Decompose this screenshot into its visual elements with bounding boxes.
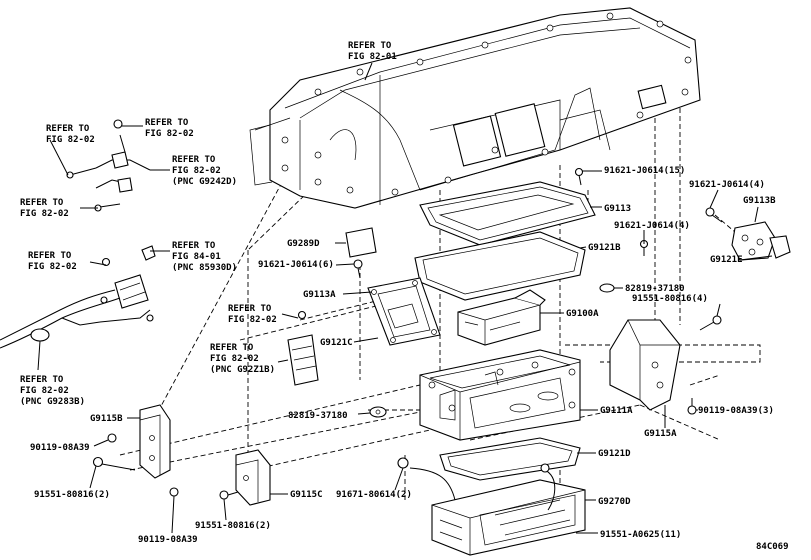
- label-91621-j0614-15: 91621-J0614(15): [604, 166, 685, 176]
- grommet-82819-upper: [599, 283, 615, 293]
- callout-refer-fig82-02-b: REFER TO FIG 82-02: [46, 124, 95, 145]
- grommet-82819-lower: [369, 406, 387, 418]
- label-g9113a: G9113A: [303, 290, 336, 300]
- callout-refer-fig82-02-e: REFER TO FIG 82-02: [28, 251, 77, 272]
- label-82819-37180-a: 82819-37180: [625, 284, 685, 294]
- bolt-90119-3: [687, 398, 697, 415]
- wire-harness-lower-left: [0, 245, 156, 371]
- label-90119-08a39-3: 90119-08A39(3): [698, 406, 774, 416]
- label-91621-j0614-4a: 91621-J0614(4): [689, 180, 765, 190]
- label-91551-a0625-11: 91551-A0625(11): [600, 530, 681, 540]
- label-g9115a: G9115A: [644, 429, 677, 439]
- label-g9113: G9113: [604, 204, 631, 214]
- bolt-91621-6: [353, 259, 363, 279]
- gasket-g9121b: [414, 231, 586, 301]
- figure-code: 84C069: [756, 542, 789, 552]
- label-g9270d: G9270D: [598, 497, 631, 507]
- label-g9100a: G9100A: [566, 309, 599, 319]
- label-90119-08a39-a: 90119-08A39: [30, 443, 90, 453]
- label-g9115b: G9115B: [90, 414, 123, 424]
- label-91621-j0614-4b: 91621-J0614(4): [614, 221, 690, 231]
- label-g9115c: G9115C: [290, 490, 323, 500]
- callout-labels: REFER TO FIG 82-01 REFER TO FIG 82-02 RE…: [20, 41, 789, 552]
- cover-g9113a: [367, 277, 441, 346]
- bolts-lower-left: [92, 433, 239, 500]
- solid-leader-lines: [49, 125, 773, 534]
- label-g9121c: G9121C: [320, 338, 353, 348]
- screw-91621-4a: [705, 207, 723, 223]
- label-91621-j0614-6: 91621-J0614(6): [258, 260, 334, 270]
- wire-harness-upper-left: [66, 119, 151, 212]
- pad-g9289d: [345, 227, 377, 258]
- callout-refer-fig82-02-d: REFER TO FIG 82-02: [20, 198, 69, 219]
- upper-cover-assembly: [249, 7, 701, 209]
- gasket-g9113: [419, 181, 596, 246]
- callout-refer-fig82-02-f: REFER TO FIG 82-02: [228, 304, 277, 325]
- callout-refer-fig84-01: REFER TO FIG 84-01 (PNC 85930D): [172, 241, 237, 273]
- tray-g9270d: [431, 479, 586, 556]
- callout-refer-fig82-02-a: REFER TO FIG 82-02: [145, 118, 194, 139]
- callout-refer-fig82-01-top: REFER TO FIG 82-01: [348, 41, 397, 62]
- callout-refer-fig82-02-h: REFER TO FIG 82-02 (PNC G9283B): [20, 375, 85, 407]
- callout-refer-fig82-02-g: REFER TO FIG 82-02 (PNC G92Z1B): [210, 343, 275, 375]
- plate-g9113b: [731, 221, 791, 261]
- gasket-g9121d: [439, 437, 581, 481]
- label-91671-80614-2: 91671-80614(2): [336, 490, 412, 500]
- label-g9121e: G9121E: [710, 255, 743, 265]
- label-g9289d: G9289D: [287, 239, 320, 249]
- screw-91621-15: [574, 167, 584, 186]
- label-82819-37180-b: 82819-37180: [288, 411, 348, 421]
- connector-g92z1b: [287, 310, 319, 386]
- label-91551-80816-2b: 91551-80816(2): [195, 521, 271, 531]
- bracket-g9115c: [235, 449, 271, 506]
- label-91551-80816-4: 91551-80816(4): [632, 294, 708, 304]
- label-g9121d: G9121D: [598, 449, 631, 459]
- bracket-g9115a: [609, 319, 681, 411]
- bracket-g9115b: [139, 404, 171, 479]
- bolt-91551-4: [699, 315, 722, 331]
- label-g9111a: G9111A: [600, 406, 633, 416]
- label-g9121b: G9121B: [588, 243, 621, 253]
- label-91551-80816-2a: 91551-80816(2): [34, 490, 110, 500]
- callout-refer-fig82-02-c: REFER TO FIG 82-02 (PNC G9242D): [172, 155, 237, 187]
- case-g9111a: [419, 349, 581, 441]
- label-g9113b: G9113B: [743, 196, 776, 206]
- label-90119-08a39-b: 90119-08A39: [138, 535, 198, 545]
- module-g9100a: [457, 289, 546, 346]
